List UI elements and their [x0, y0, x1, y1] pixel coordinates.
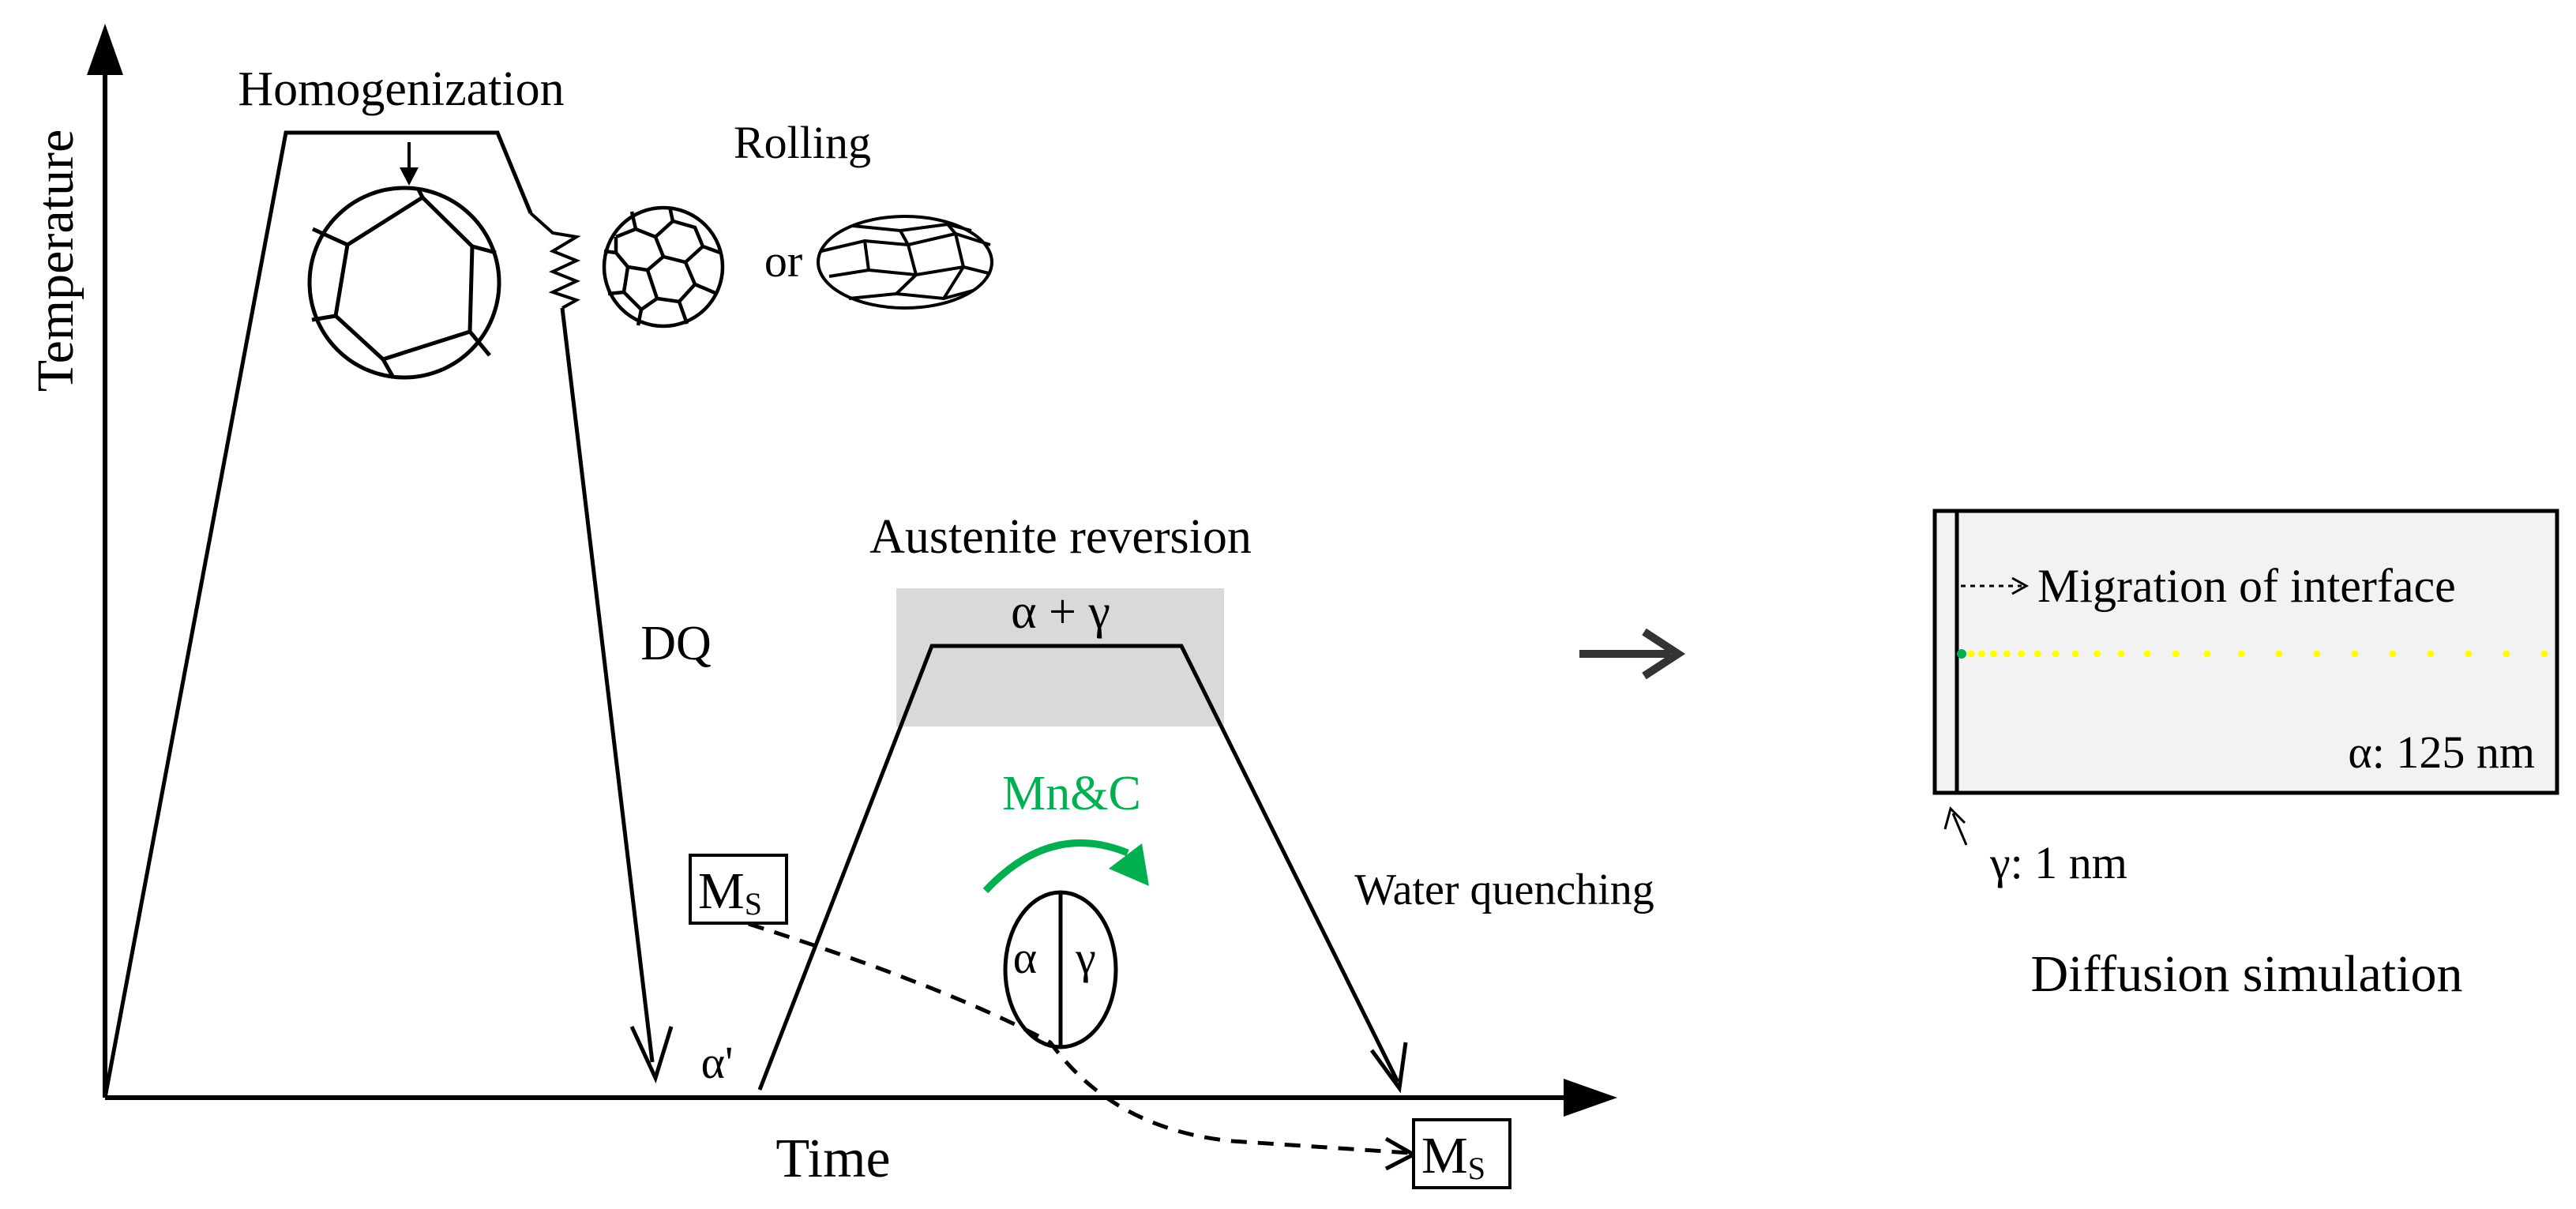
diffusion-simulation-label: Diffusion simulation [2031, 945, 2463, 1003]
mn-c-label: Mn&C [1002, 767, 1141, 820]
to-simulation-arrowhead [1642, 628, 1686, 680]
ms-symbol: M [1421, 1127, 1468, 1185]
diffusion-arrowhead [1109, 843, 1149, 886]
ms-subscript: S [1468, 1151, 1485, 1186]
dq-label: DQ [640, 617, 712, 670]
alpha-gamma-label: α + γ [1011, 585, 1110, 639]
grid-node-dot [2117, 650, 2125, 658]
elongated-grain-icon [817, 215, 993, 310]
grid-node-dot [2389, 650, 2397, 658]
simulation-grid-points [1957, 649, 2548, 659]
gamma-pointer-head [1943, 806, 1966, 830]
grid-node-dot [2275, 650, 2283, 658]
grid-node-dot [2540, 650, 2548, 658]
grid-node-dot [2003, 650, 2011, 658]
svg-text:MS: MS [698, 862, 762, 922]
equiaxed-fine-grain-icon [602, 205, 725, 329]
homogenization-pointer-head [400, 167, 419, 186]
water-quench-arrowhead [1369, 1042, 1408, 1094]
grid-node-dot [2052, 650, 2060, 658]
grid-node-dot [2143, 650, 2151, 658]
intercritical-band [896, 588, 1224, 727]
alpha-size-label: α: 125 nm [2348, 727, 2535, 778]
migration-label: Migration of interface [2037, 560, 2456, 612]
grid-node-dot [2351, 650, 2359, 658]
grid-node-dot [1977, 650, 1985, 658]
ms-box-initial: MS [689, 854, 788, 925]
grid-node-dot [2093, 650, 2101, 658]
x-axis-label: Time [775, 1128, 890, 1189]
alpha-prime-label: α' [701, 1037, 734, 1088]
migration-arrowhead [2011, 576, 2030, 595]
grid-node-dot [2203, 650, 2211, 658]
grid-node-dot [2033, 650, 2041, 658]
alpha-gamma-grain-icon [1003, 890, 1118, 1049]
dq-arrowhead [629, 1025, 674, 1083]
svg-text:MS: MS [1421, 1127, 1485, 1186]
ms-shift-dashed-curve [748, 922, 1410, 1155]
diffusion-curved-arrow [982, 839, 1129, 894]
grain-alpha-label: α [1013, 932, 1037, 983]
rolling-label: Rolling [734, 117, 871, 168]
ms-subscript: S [745, 886, 762, 922]
heating-and-hold-path [103, 130, 533, 1098]
y-axis-label: Temperature [27, 130, 84, 392]
homogenization-label: Homogenization [238, 62, 564, 116]
ms-symbol: M [698, 862, 745, 920]
grid-node-dot [2465, 650, 2473, 658]
gamma-pointer-line [1951, 813, 1968, 846]
grid-node-dot [1967, 650, 1975, 658]
grid-node-dot [2172, 650, 2180, 658]
austenite-reversion-label: Austenite reversion [869, 510, 1252, 564]
coarse-grain-icon [307, 186, 501, 380]
grid-node-dot [2503, 650, 2510, 658]
grid-node-dot [2237, 650, 2245, 658]
grid-node-dot [1989, 650, 1997, 658]
or-label: or [764, 235, 802, 287]
gamma-size-label: γ: 1 nm [1989, 837, 2127, 888]
grid-node-dot [2313, 650, 2321, 658]
rolling-zigzag [529, 212, 581, 310]
grid-node-dot [2071, 650, 2079, 658]
x-axis-arrowhead [1564, 1079, 1617, 1117]
y-axis-arrowhead [87, 24, 123, 75]
dq-cooling-line [560, 307, 655, 1063]
grid-node-dot [2018, 650, 2026, 658]
grain-gamma-label: γ [1075, 932, 1096, 983]
grid-node-dot [2427, 650, 2435, 658]
ms-box-final: MS [1412, 1118, 1511, 1189]
reversion-path [757, 644, 1400, 1091]
interface-node-dot [1957, 649, 1966, 659]
water-quenching-label: Water quenching [1354, 865, 1654, 914]
